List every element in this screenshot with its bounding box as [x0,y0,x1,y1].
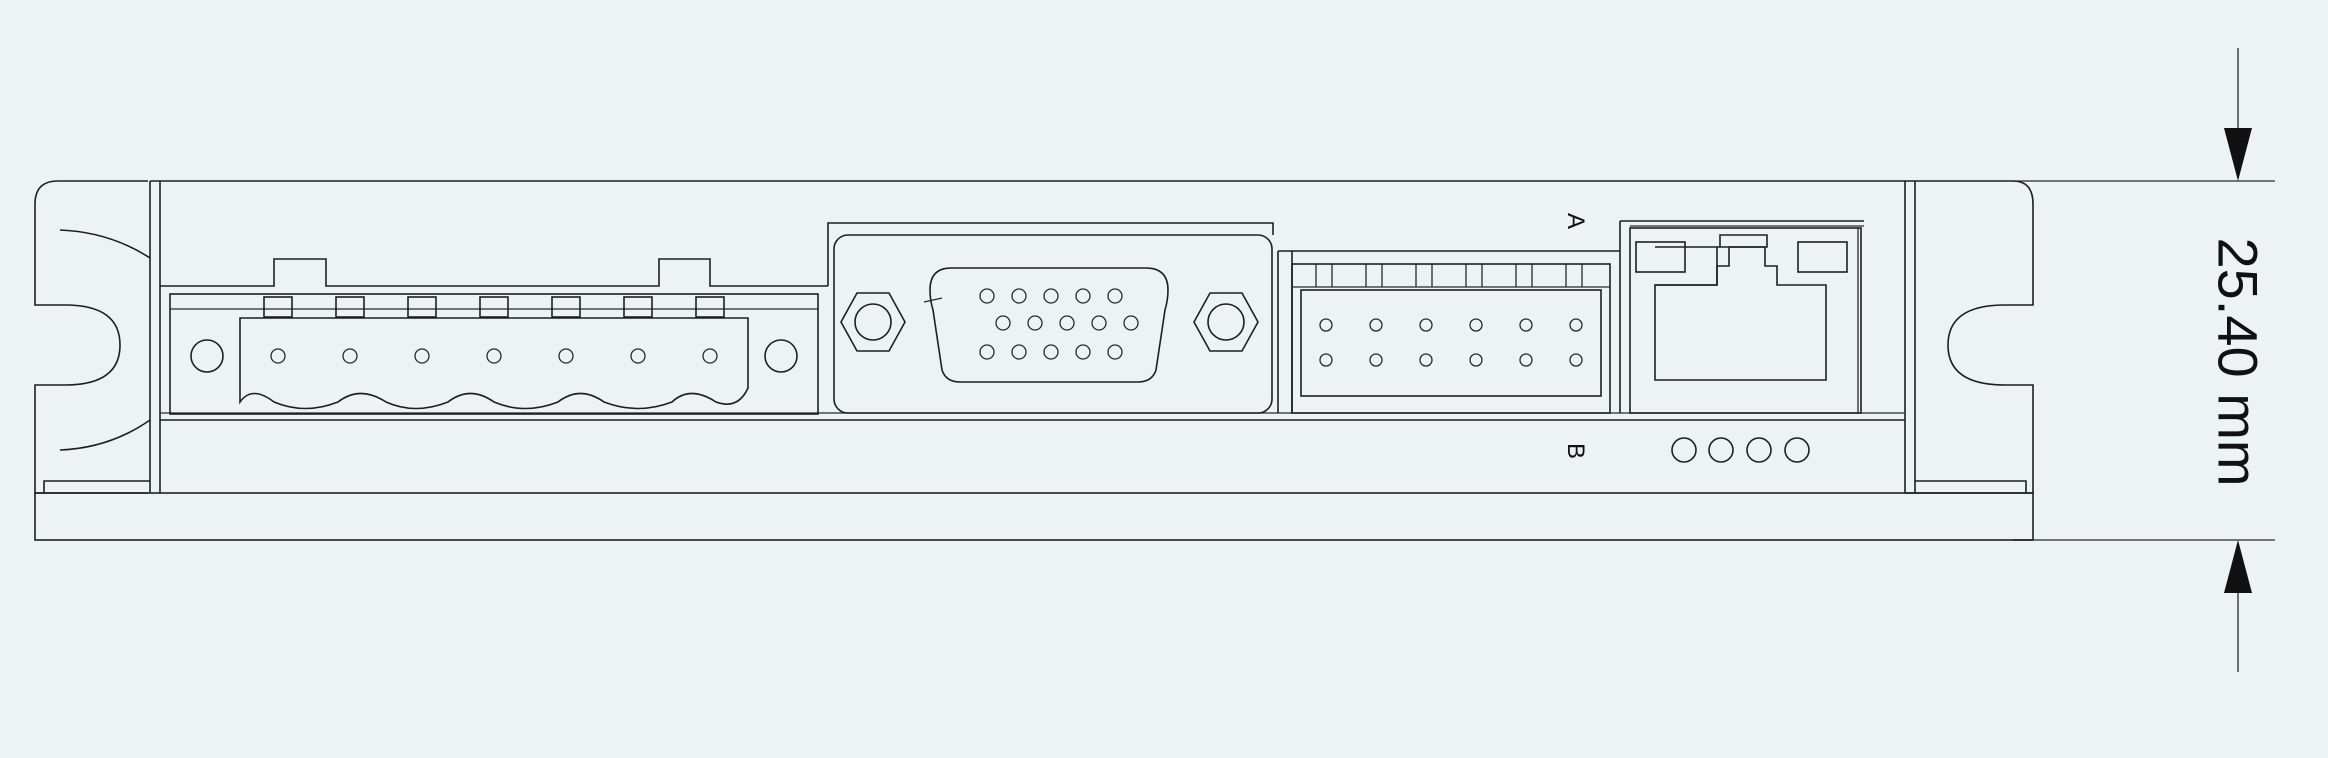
rj45-led-right [1797,241,1848,273]
header-pin [1419,318,1433,332]
header-pin [1519,353,1533,367]
header-pin [1469,318,1483,332]
header-pin [1569,353,1583,367]
dsub-pin [1043,344,1059,360]
dsub-15-connector [827,222,1274,414]
header-pin [1319,353,1333,367]
terminal-screw [551,296,581,318]
status-led [1671,437,1697,463]
height-dimension: 25.40 mm [2013,48,2275,672]
header-pin [1369,353,1383,367]
header-connector [1277,250,1620,414]
header-pin [1369,318,1383,332]
dsub-pin [1123,315,1139,331]
terminal-pin [342,348,358,364]
terminal-block-connector [160,258,828,415]
terminal-screw [335,296,365,318]
rj45-connector [1619,220,1864,414]
terminal-pin [702,348,718,364]
header-pin [1469,353,1483,367]
dsub-pin [995,315,1011,331]
terminal-screw [623,296,653,318]
dsub-pin [1027,315,1043,331]
dimension-arrow-top [2224,128,2252,181]
jackscrew-left [840,292,906,352]
terminal-pin [270,348,286,364]
status-led [1784,437,1810,463]
terminal-screw [695,296,725,318]
terminal-screw [407,296,437,318]
terminal-pin [486,348,502,364]
terminal-pin [414,348,430,364]
dsub-pin [1011,344,1027,360]
dsub-pin [1075,344,1091,360]
dsub-pin [1075,288,1091,304]
dimension-arrow-bottom [2224,540,2252,593]
terminal-pin [558,348,574,364]
dsub-pin [1107,344,1123,360]
right-mounting-flange [1905,180,2034,541]
left-mounting-flange [34,180,151,494]
dsub-pin [1043,288,1059,304]
status-led [1746,437,1772,463]
base-plate [34,492,2034,541]
terminal-mount-hole-right [764,339,798,373]
dsub-pin [1107,288,1123,304]
header-pin [1319,318,1333,332]
terminal-screw [263,296,293,318]
terminal-pin [630,348,646,364]
header-pin [1419,353,1433,367]
rj45-led-left [1635,241,1686,273]
jackscrew-right [1193,292,1259,352]
status-led [1708,437,1734,463]
dsub-pin [979,344,995,360]
label-b: B [1562,443,1589,459]
status-led-group [1671,437,1810,463]
dimension-value: 25.40 mm [2207,238,2270,487]
dsub-pin [979,288,995,304]
header-pin [1519,318,1533,332]
dsub-pin [1091,315,1107,331]
dsub-pin [1011,288,1027,304]
dsub-pin [1059,315,1075,331]
terminal-screw [479,296,509,318]
terminal-mount-hole-left [190,339,224,373]
label-a: A [1562,213,1589,229]
header-pin [1569,318,1583,332]
